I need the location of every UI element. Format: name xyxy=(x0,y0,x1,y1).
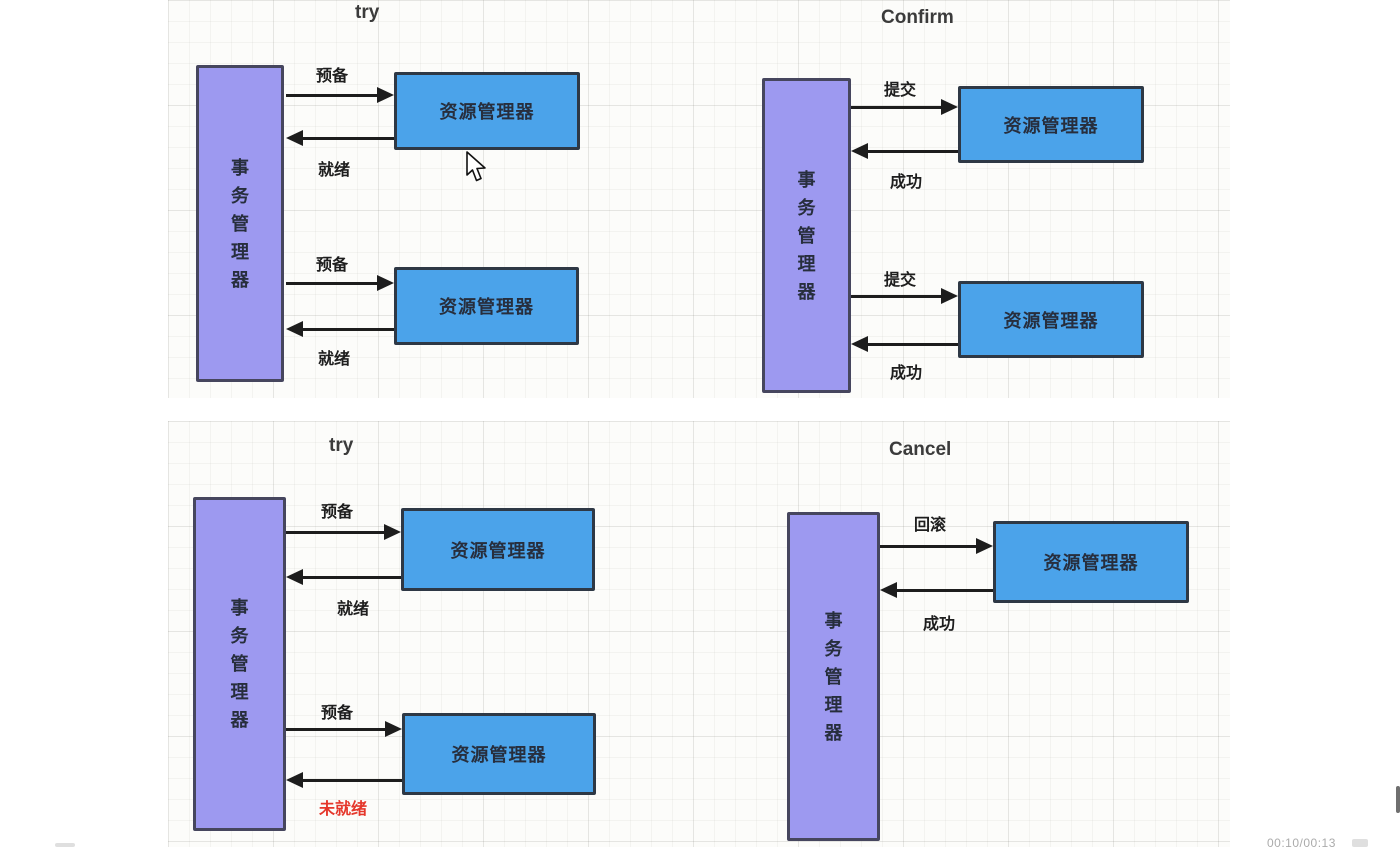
mouse-cursor-icon xyxy=(466,151,488,188)
transaction-manager-box: 事务管理器 xyxy=(787,512,880,841)
resource-manager-label: 资源管理器 xyxy=(439,297,534,317)
arrow-label-commit-2: 提交 xyxy=(884,272,917,289)
arrow-success-2 xyxy=(851,336,958,352)
arrow-label-prepare-4: 预备 xyxy=(321,705,354,722)
arrow-label-success-2: 成功 xyxy=(890,365,923,382)
arrow-prepare-2 xyxy=(286,275,394,291)
artifact-mark xyxy=(55,843,75,847)
arrow-label-prepare-1: 预备 xyxy=(316,68,349,85)
grid-background-top xyxy=(168,0,1230,398)
arrow-label-ready-2: 就绪 xyxy=(318,351,351,368)
resource-manager-box: 资源管理器 xyxy=(958,86,1144,163)
transaction-manager-label: 事务管理器 xyxy=(824,610,843,743)
transaction-manager-box: 事务管理器 xyxy=(762,78,851,393)
scrollbar-thumb[interactable] xyxy=(1396,786,1400,813)
resource-manager-box: 资源管理器 xyxy=(394,72,580,150)
resource-manager-label: 资源管理器 xyxy=(450,540,546,561)
panel-title-try-top: try xyxy=(355,2,380,23)
arrow-prepare-4 xyxy=(286,721,402,737)
arrow-prepare-1 xyxy=(286,87,394,103)
arrow-rollback xyxy=(880,538,993,554)
video-timestamp: 00:10/00:13 xyxy=(1267,836,1336,847)
resource-manager-box: 资源管理器 xyxy=(958,281,1144,358)
panel-title-try-bottom: try xyxy=(329,435,354,456)
resource-manager-label: 资源管理器 xyxy=(451,745,547,765)
resource-manager-box: 资源管理器 xyxy=(993,521,1189,603)
transaction-manager-label: 事务管理器 xyxy=(797,169,816,302)
arrow-success-3 xyxy=(880,582,993,598)
arrow-label-not-ready: 未就绪 xyxy=(319,801,368,818)
arrow-label-prepare-2: 预备 xyxy=(316,257,349,274)
video-control-icon xyxy=(1352,839,1368,847)
arrow-label-prepare-3: 预备 xyxy=(321,504,354,521)
grid-background-bottom xyxy=(168,421,1230,847)
arrow-success-1 xyxy=(851,143,958,159)
arrow-commit-1 xyxy=(851,99,958,115)
arrow-ready-2 xyxy=(286,321,394,337)
arrow-label-commit-1: 提交 xyxy=(884,82,917,99)
resource-manager-label: 资源管理器 xyxy=(439,102,535,122)
resource-manager-box: 资源管理器 xyxy=(402,713,596,795)
transaction-manager-box: 事务管理器 xyxy=(196,65,284,382)
arrow-label-ready-3: 就绪 xyxy=(337,601,370,618)
arrow-commit-2 xyxy=(851,288,958,304)
resource-manager-label: 资源管理器 xyxy=(1003,310,1099,331)
transaction-manager-label: 事务管理器 xyxy=(231,157,249,290)
arrow-label-ready-1: 就绪 xyxy=(318,162,351,179)
transaction-manager-box: 事务管理器 xyxy=(193,497,286,831)
panel-title-cancel: Cancel xyxy=(889,439,952,460)
transaction-manager-label: 事务管理器 xyxy=(230,598,249,730)
arrow-label-success-1: 成功 xyxy=(890,174,923,191)
arrow-ready-3 xyxy=(286,569,401,585)
arrow-label-rollback: 回滚 xyxy=(914,517,947,534)
arrow-not-ready xyxy=(286,772,402,788)
resource-manager-box: 资源管理器 xyxy=(401,508,595,591)
arrow-ready-1 xyxy=(286,130,394,146)
resource-manager-box: 资源管理器 xyxy=(394,267,579,345)
arrow-prepare-3 xyxy=(286,524,401,540)
panel-title-confirm: Confirm xyxy=(881,7,954,28)
resource-manager-label: 资源管理器 xyxy=(1043,553,1139,573)
resource-manager-label: 资源管理器 xyxy=(1003,115,1099,136)
arrow-label-success-3: 成功 xyxy=(923,616,956,633)
